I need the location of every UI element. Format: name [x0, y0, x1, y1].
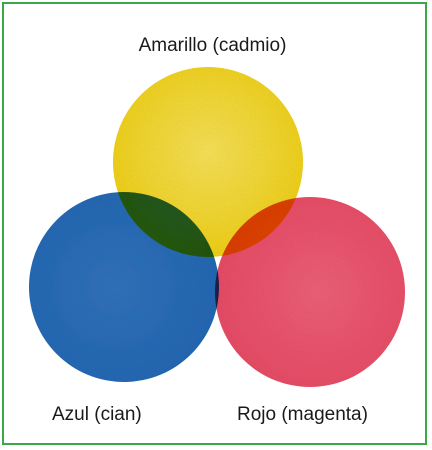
label-red: Rojo (magenta) [237, 404, 368, 425]
label-blue: Azul (cian) [52, 404, 142, 425]
blue-circle [29, 192, 219, 382]
label-yellow: Amarillo (cadmio) [138, 35, 287, 56]
red-circle [215, 197, 405, 387]
